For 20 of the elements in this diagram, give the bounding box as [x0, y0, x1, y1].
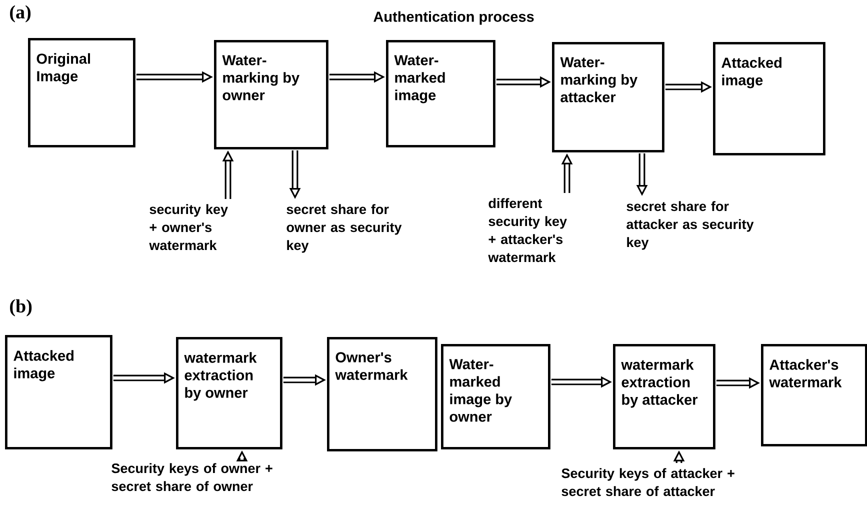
process-box: Attacker's watermark — [761, 344, 867, 446]
panel-label: (a) — [10, 5, 31, 22]
process-box: Attacked image — [5, 334, 112, 450]
input-text: Security keys of attacker + secret share of attacker — [562, 468, 734, 496]
process-box: Owner's watermark — [327, 336, 438, 452]
input-text: secret share for owner as security key — [286, 204, 402, 253]
input-text: Security keys of owner + secret share of owner — [112, 463, 272, 492]
process-box: watermark extraction by owner — [176, 336, 282, 450]
process-box: watermark extraction by attacker — [613, 344, 716, 450]
input-text: security key + owner's watermark — [149, 204, 228, 250]
panel-label: (b) — [10, 299, 32, 316]
process-box: Attacked image — [713, 42, 826, 156]
process-box: Water-marking by attacker — [552, 42, 664, 152]
process-box: Water-marking by owner — [214, 40, 328, 150]
process-box: Water-marked image — [386, 40, 496, 148]
heading: Authentication process — [374, 11, 534, 25]
process-box: Water-marked image by owner — [441, 344, 550, 450]
process-box: Original Image — [28, 38, 136, 148]
input-text: different security key + attacker's watermark — [488, 198, 567, 262]
input-text: secret share for attacker as security key — [626, 201, 754, 250]
